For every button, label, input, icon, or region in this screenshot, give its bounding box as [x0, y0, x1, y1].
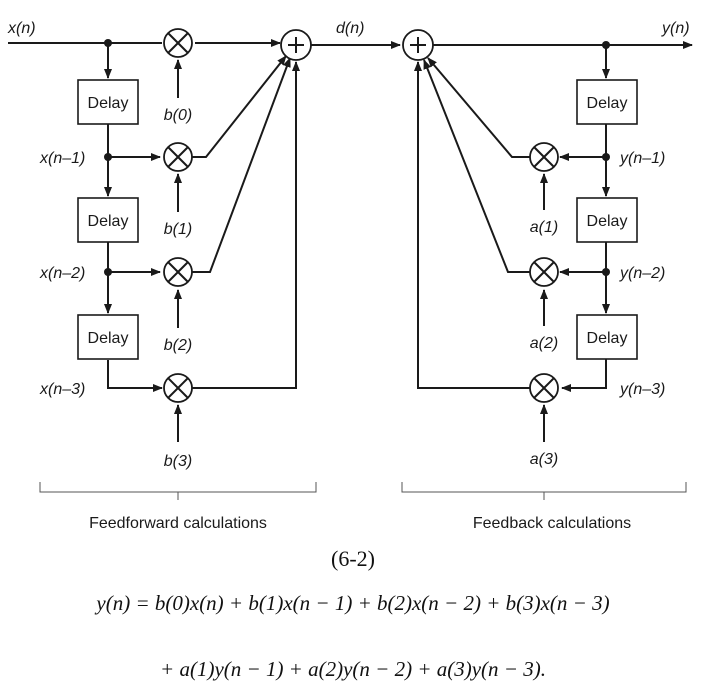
label-b0: b(0): [164, 107, 192, 124]
adder-feedforward: [280, 29, 312, 61]
b3-to-adder-line: [192, 61, 300, 389]
delay-box-fb-2: [576, 197, 638, 243]
label-x-n2: x(n–2): [39, 265, 85, 282]
b1-to-adder-line: [192, 55, 287, 158]
a1-to-adder-line: [427, 57, 530, 158]
label-y-n1: y(n–1): [619, 150, 665, 167]
label-y-n: y(n): [661, 20, 690, 37]
multiplier-b2: [163, 257, 193, 287]
delay-label: Delay: [88, 95, 129, 112]
equation-line-1: y(n) = b(0)x(n) + b(1)x(n − 1) + b(2)x(n…: [94, 591, 609, 615]
tap-line-3: [107, 360, 163, 392]
equation-line-2: + a(1)y(n − 1) + a(2)y(n − 2) + a(3)y(n …: [160, 657, 546, 681]
delay-label: Delay: [587, 330, 628, 347]
delay-box-fb-1: [576, 79, 638, 125]
multiplier-a2: [529, 257, 559, 287]
label-a1: a(1): [530, 219, 558, 236]
label-x-n: x(n): [7, 20, 36, 37]
feedforward-bracket: [39, 482, 317, 493]
label-b1: b(1): [164, 221, 192, 238]
delay-box-fb-3: [576, 314, 638, 360]
label-a3: a(3): [530, 451, 558, 468]
equation-number: (6-2): [331, 546, 375, 571]
label-a2: a(2): [530, 335, 558, 352]
delay-box-ff-3: [77, 314, 139, 360]
label-y-n2: y(n–2): [619, 265, 665, 282]
caption-feedforward: Feedforward calculations: [89, 515, 267, 532]
multiplier-b1: [163, 142, 193, 172]
feedback-bracket: [401, 482, 687, 493]
multiplier-b3: [163, 373, 193, 403]
fb-tap-line-3: [561, 359, 607, 392]
adder-feedback: [402, 29, 434, 61]
delay-box-ff-1: [77, 79, 139, 125]
a3-to-adder-line: [414, 61, 530, 389]
delay-label: Delay: [88, 330, 129, 347]
label-d-n: d(n): [336, 20, 364, 37]
delay-box-ff-2: [77, 197, 139, 243]
delay-label: Delay: [88, 213, 129, 230]
a2-to-adder-line: [423, 59, 530, 273]
b2-to-adder-line: [192, 57, 291, 273]
label-x-n3: x(n–3): [39, 381, 85, 398]
multiplier-b0: [163, 28, 193, 58]
label-x-n1: x(n–1): [39, 150, 85, 167]
delay-label: Delay: [587, 213, 628, 230]
multiplier-a3: [529, 373, 559, 403]
label-b3: b(3): [164, 453, 192, 470]
delay-label: Delay: [587, 95, 628, 112]
multiplier-a1: [529, 142, 559, 172]
caption-feedback: Feedback calculations: [473, 515, 631, 532]
label-y-n3: y(n–3): [619, 381, 665, 398]
label-b2: b(2): [164, 337, 192, 354]
